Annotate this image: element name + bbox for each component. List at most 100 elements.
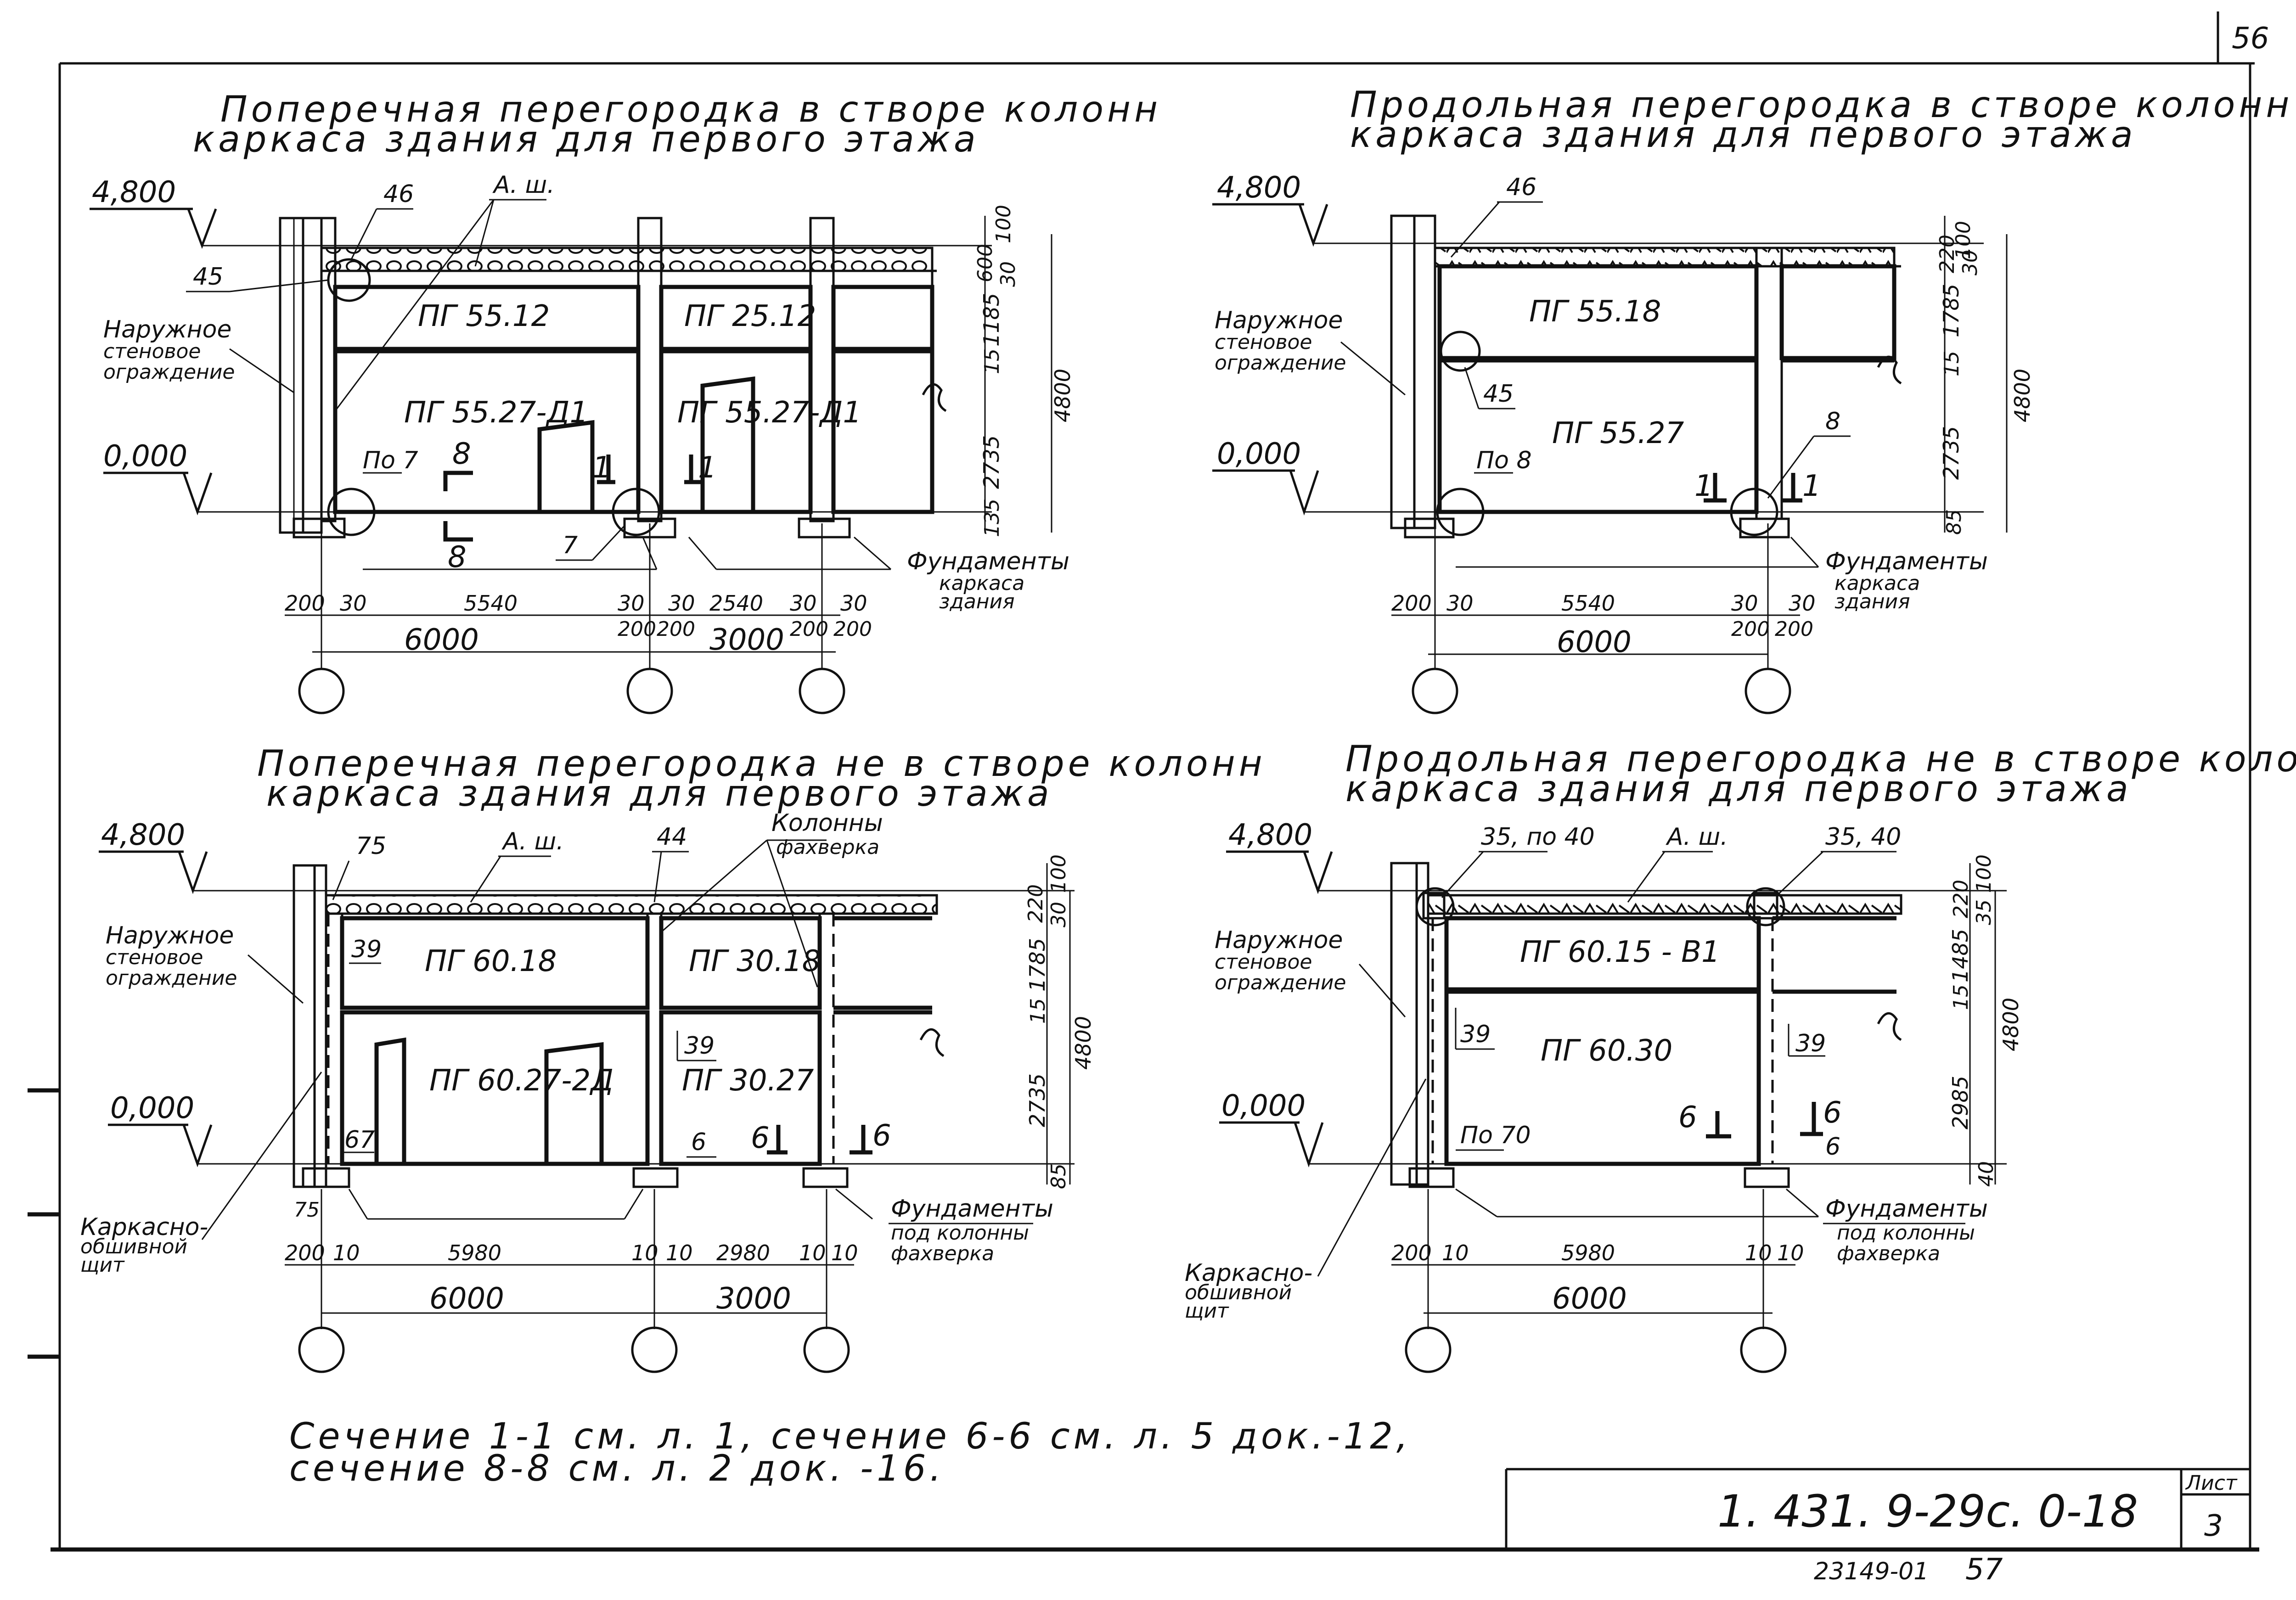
level-zero: 0,000 [1221, 1089, 1306, 1123]
node-circle [612, 488, 660, 536]
mark-67: 67 [344, 1126, 375, 1154]
section-mark: 1 [1694, 469, 1713, 503]
callout-35: 35, по 40 [1481, 823, 1595, 851]
view-top-right: Продольная перегородка в створе колонн к… [1212, 84, 2293, 714]
shield-label: щит [1185, 1299, 1229, 1323]
dim-label: 100 [1047, 854, 1070, 893]
mark-39: 39 [1460, 1021, 1491, 1048]
foundation-label: Фундаменты [891, 1195, 1053, 1223]
dim-label: 2735 [1025, 1073, 1050, 1127]
level-top: 4,800 [1228, 818, 1312, 852]
panel-label: ПГ 60.30 [1541, 1034, 1672, 1068]
sheet-number: 3 [2204, 1509, 2223, 1543]
dim-label: 4800 [1071, 1016, 1096, 1070]
view-bottom-right: Продольная перегородка не в створе колон… [1185, 739, 2296, 1373]
dim-label: 1785 [1939, 284, 1964, 337]
axis-bubble [631, 1326, 678, 1373]
node-circle [1730, 488, 1778, 536]
shield-label: обшивной [80, 1235, 187, 1258]
callout-46: 46 [1506, 174, 1536, 201]
archive-code: 23149-01 [1814, 1558, 1929, 1585]
dim-label: 1185 [979, 293, 1004, 347]
title-line-1: Продольная перегородка в створе колонн [1350, 84, 2293, 126]
note-line-2: сечение 8-8 см. л. 2 док. -16. [289, 1448, 945, 1489]
axis-bubble [298, 1326, 345, 1373]
wall-label-3: ограждение [1215, 971, 1346, 994]
dim-label: 5980 [1561, 1241, 1615, 1265]
note-line-1: Сечение 1-1 см. л. 1, сечение 6-6 см. л.… [289, 1416, 1412, 1457]
title-line-2: каркаса здания для первого этажа [1345, 769, 2132, 810]
section-mark: 6 [751, 1121, 770, 1155]
section-mark: 8 [452, 437, 471, 471]
level-zero: 0,000 [110, 1091, 194, 1125]
wall-label-3: ограждение [1215, 351, 1346, 375]
wall-label-1: Наружное [103, 316, 231, 343]
foundation-label: фахверка [1837, 1242, 1940, 1265]
dim-label: 2980 [716, 1241, 770, 1265]
callout-a-sh: А. ш. [1666, 823, 1728, 851]
dim-label: 220 [1024, 884, 1047, 923]
node-circle [1436, 488, 1485, 536]
dim-label: 40 [1975, 1161, 1998, 1187]
panel-label: ПГ 55.27 [1552, 416, 1684, 450]
dim-label: 4800 [2010, 369, 2035, 422]
dim-label: 200 [833, 618, 872, 641]
callout-45: 45 [193, 263, 223, 291]
node-label: 7 [563, 532, 578, 559]
axis-bubble [803, 1326, 850, 1373]
dim-label: 5980 [448, 1241, 501, 1265]
foundation-label: Фундаменты [907, 548, 1069, 575]
node-circle [327, 488, 376, 536]
sheet-frame [51, 11, 2259, 1552]
axis-bubble [298, 668, 345, 714]
level-zero: 0,000 [1217, 437, 1301, 471]
callout-35-40: 35, 40 [1825, 823, 1901, 851]
shield-label: обшивной [1185, 1281, 1292, 1304]
panel-label: ПГ 55.18 [1529, 295, 1661, 329]
foundation-label: фахверка [891, 1242, 994, 1265]
view-top-left: Поперечная перегородка в створе колонн к… [90, 89, 1161, 714]
section-mark: 6 [1823, 1096, 1842, 1130]
panel-label: ПГ 25.12 [684, 299, 816, 333]
foundation-label: под колонны [1837, 1221, 1975, 1245]
mark-39: 39 [684, 1032, 715, 1060]
page-number: 56 [2232, 22, 2269, 56]
node-circle [1415, 887, 1455, 926]
wall-label-2: стеновое [1215, 331, 1312, 354]
axis-dim: 3000 [709, 623, 784, 657]
panel-label: ПГ 60.18 [425, 944, 557, 978]
title-line-2: каркаса здания для первого этажа [193, 119, 979, 160]
dim-label: 600 [974, 244, 997, 282]
callout-46: 46 [383, 180, 414, 208]
dim-label: 135 [980, 499, 1004, 537]
dim-label: 200 [657, 618, 695, 641]
dim-label: 30 [340, 591, 367, 616]
callout-a-sh: А. ш. [492, 171, 555, 199]
dim-label: 2985 [1948, 1076, 1973, 1129]
axis-bubble [626, 668, 673, 714]
panel-label: ПГ 30.18 [689, 944, 821, 978]
axis-bubble [1412, 668, 1458, 714]
wall-label-2: стеновое [1215, 950, 1312, 974]
dim-label: 15 [1940, 351, 1964, 376]
mark-6: 6 [1825, 1133, 1840, 1161]
callout-fachwerk: фахверка [776, 836, 879, 859]
callout-75: 75 [356, 832, 386, 860]
wall-label-2: стеновое [106, 946, 203, 969]
wall-label-3: ограждение [106, 966, 237, 990]
dim-label: 30 [790, 591, 817, 616]
foundation-label: здания [1835, 590, 1910, 613]
dim-label: 200 [1391, 591, 1432, 616]
dim-label: 200 [285, 1241, 325, 1265]
wall-label-3: ограждение [103, 360, 235, 384]
foundation-label: под колонны [891, 1221, 1029, 1245]
dim-label: 30 [1446, 591, 1474, 616]
title-line-1: Продольная перегородка не в створе колон… [1345, 739, 2296, 780]
dim-label: 10 [1745, 1241, 1772, 1265]
sheet-label: Лист [2185, 1471, 2238, 1495]
dim-label: 30 [1958, 250, 1982, 275]
title-line-1: Поперечная перегородка в створе колонн [220, 89, 1161, 130]
dim-label: 10 [1442, 1241, 1469, 1265]
axis-dim: 6000 [404, 623, 479, 657]
axis-bubble [799, 668, 845, 714]
